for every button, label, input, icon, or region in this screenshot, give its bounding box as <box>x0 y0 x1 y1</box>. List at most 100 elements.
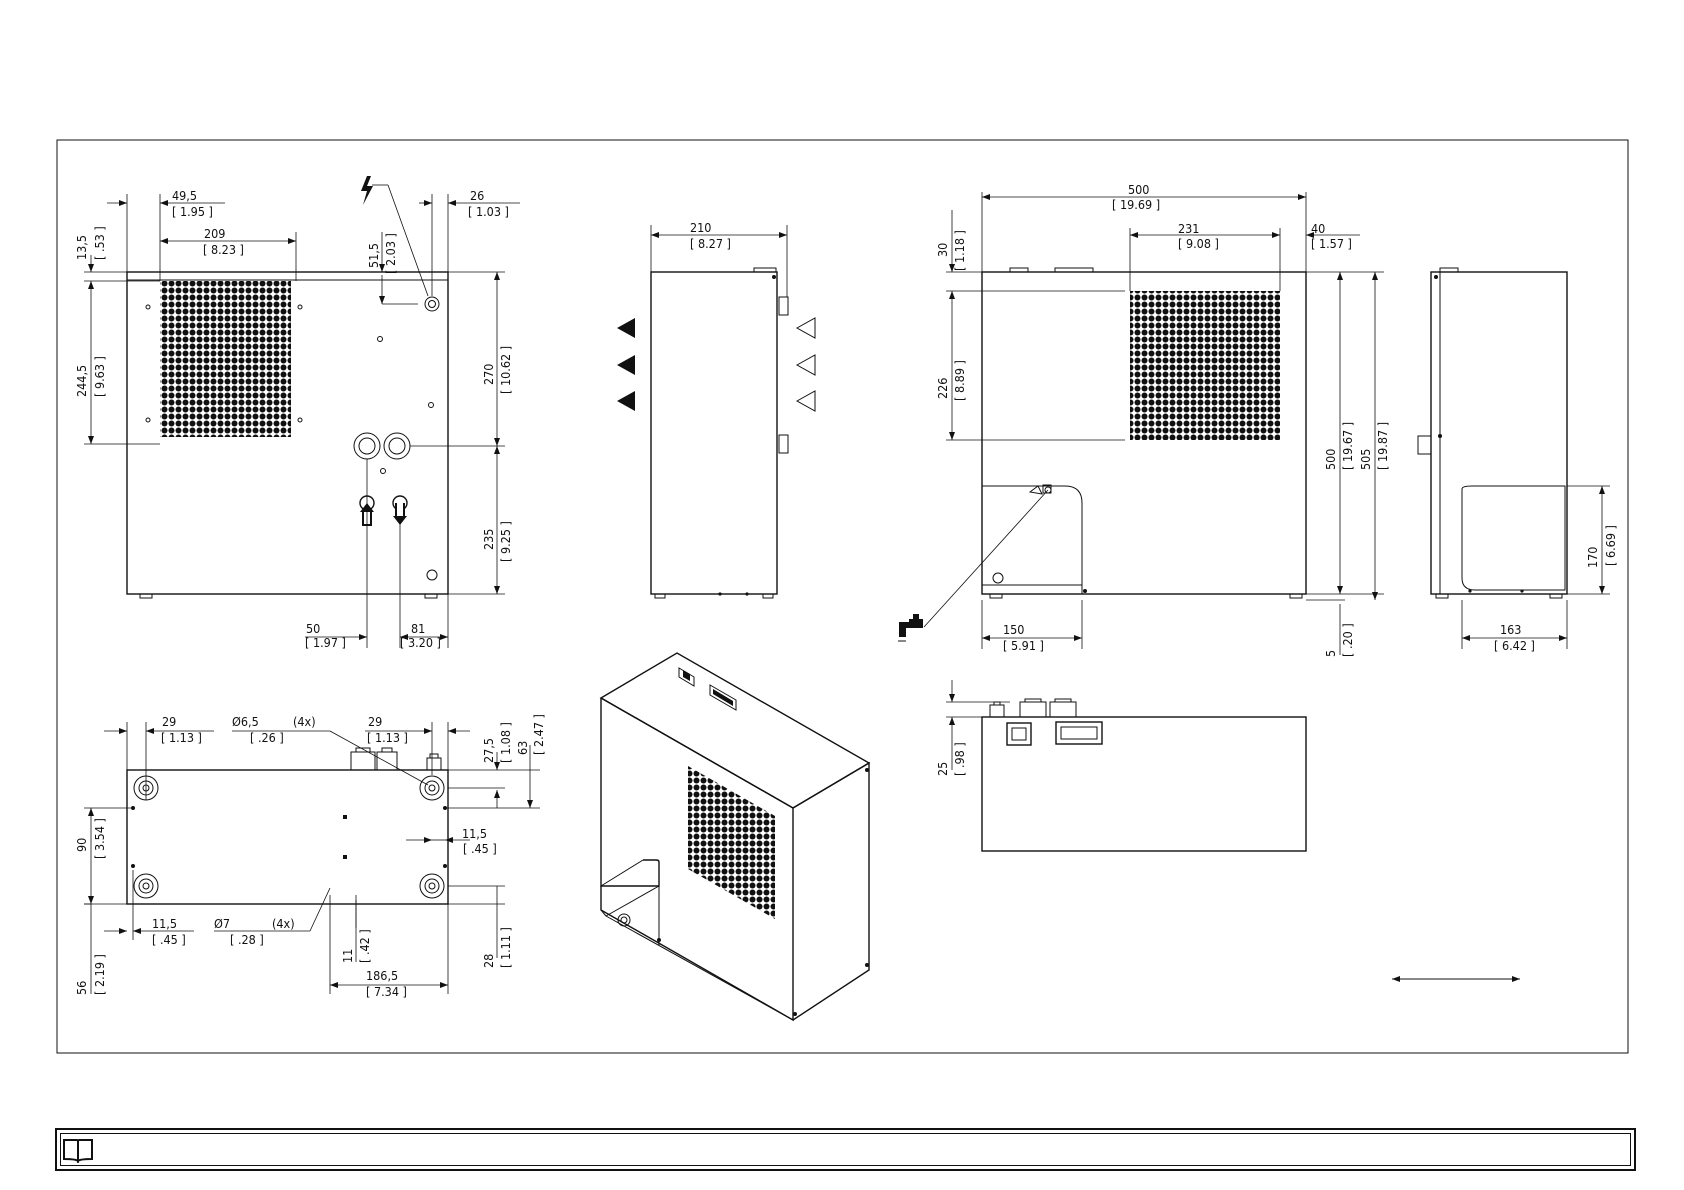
dim-label: 51,5 <box>366 243 381 268</box>
dim-label: [ .45 ] <box>152 932 186 947</box>
dim-label: 25 <box>935 762 950 776</box>
dim-label: 163 <box>1500 622 1521 637</box>
dim-label: 49,5 <box>172 188 197 203</box>
outline-triangle-icon <box>795 390 816 412</box>
dim-label: [ 6.69 ] <box>1603 525 1618 566</box>
dim-label: [ 19.87 ] <box>1375 422 1390 470</box>
dim-label: [ 8.23 ] <box>203 242 244 257</box>
dim-label: 231 <box>1178 221 1199 236</box>
dim-label: [ .42 ] <box>357 929 372 963</box>
dim-label: 150 <box>1003 622 1024 637</box>
top-view-body <box>981 716 1307 852</box>
dim-label: 63 <box>515 741 530 755</box>
dim-label: Ø6,5 <box>232 714 259 729</box>
dim-label: (4x) <box>293 714 316 729</box>
dim-label: 50 <box>306 621 320 636</box>
dim-label: [ 3.20 ] <box>400 635 441 650</box>
dim-label: [ 19.67 ] <box>1340 422 1355 470</box>
dim-label: 270 <box>481 364 496 385</box>
bottom-view: 29 [ 1.13 ] Ø6,5 (4x) [ .26 ] 29 [ 1.13 … <box>74 714 546 999</box>
dim-label: [ 8.27 ] <box>690 236 731 251</box>
dim-label: [ 2.03 ] <box>383 233 398 274</box>
tap-icon <box>898 614 923 642</box>
dim-label: 56 <box>74 981 89 995</box>
dim-label: 170 <box>1585 547 1600 568</box>
dim-label: [ .26 ] <box>250 730 284 745</box>
dim-label: 26 <box>470 188 484 203</box>
dim-label: (4x) <box>272 916 295 931</box>
dim-label: 29 <box>162 714 176 729</box>
side-view-body <box>650 271 778 595</box>
dim-label: [ 1.08 ] <box>498 722 513 763</box>
dim-label: [ 5.91 ] <box>1003 638 1044 653</box>
water-port-2 <box>383 432 411 460</box>
footer-inner-frame <box>60 1133 1631 1166</box>
dim-label: 28 <box>481 954 496 968</box>
front-vent-grille <box>1130 291 1280 440</box>
dim-label: [ 2.19 ] <box>92 954 107 995</box>
top-view: 25 [ .98 ] <box>935 680 1307 852</box>
dim-label: [ 1.57 ] <box>1311 236 1352 251</box>
dim-label: [ 1.11 ] <box>498 927 513 968</box>
electrical-hazard-icon <box>361 176 373 205</box>
back-view-dimensions: 49,5 [ 1.95 ] 209 [ 8.23 ] 26 [ 1.03 ] 1… <box>74 188 520 650</box>
foot-mount <box>133 775 445 899</box>
dim-label: [ 8.89 ] <box>952 360 967 401</box>
dim-label: [ 9.63 ] <box>92 356 107 397</box>
dim-label: 11 <box>340 949 355 963</box>
dim-label: 244,5 <box>74 365 89 397</box>
dim-label: [ 9.08 ] <box>1178 236 1219 251</box>
dim-label: [ 3.54 ] <box>92 818 107 859</box>
dim-label: [ 1.13 ] <box>161 730 202 745</box>
right-side-view: 170 [ 6.69 ] 163 [ 6.42 ] <box>1417 267 1618 653</box>
dim-label: 30 <box>935 243 950 257</box>
dim-label: [ .53 ] <box>92 226 107 260</box>
dim-label: 226 <box>935 378 950 399</box>
dim-label: 13,5 <box>74 235 89 260</box>
isometric-view <box>599 652 871 1022</box>
dim-label: [ 1.18 ] <box>952 230 967 271</box>
dim-label: 27,5 <box>481 738 496 763</box>
dim-label: 90 <box>74 838 89 852</box>
dim-label: 11,5 <box>462 826 487 841</box>
dim-label: [ .20 ] <box>1340 623 1355 657</box>
dim-label: [ 1.95 ] <box>172 204 213 219</box>
front-view-body <box>981 271 1307 595</box>
dim-label: 5 <box>1323 650 1338 657</box>
dim-label: 210 <box>690 220 711 235</box>
dim-label: [ 10.62 ] <box>498 346 513 394</box>
dim-label: 11,5 <box>152 916 177 931</box>
dim-label: 500 <box>1323 449 1338 470</box>
dim-label: [ 7.34 ] <box>366 984 407 999</box>
drip-tray-recess <box>982 485 1083 594</box>
side-view: 210 [ 8.27 ] <box>617 220 816 599</box>
manual-book-icon <box>63 1139 93 1163</box>
filled-triangle-icon <box>617 391 635 411</box>
dim-label: [ 6.42 ] <box>1494 638 1535 653</box>
dim-label: [ .45 ] <box>463 841 497 856</box>
footer-bar <box>55 1128 1636 1171</box>
drawing-frame <box>56 139 1629 1054</box>
dim-label: 81 <box>411 621 425 636</box>
dim-label: 209 <box>204 226 225 241</box>
dim-label: [ 2.47 ] <box>531 714 546 755</box>
water-port-1 <box>353 432 381 460</box>
bottom-view-body <box>126 769 449 905</box>
dim-label: [ 1.97 ] <box>305 635 346 650</box>
right-side-body <box>1430 271 1568 595</box>
dim-label: 235 <box>481 529 496 550</box>
filled-triangle-icon <box>617 355 635 375</box>
switch-1 <box>1006 722 1032 746</box>
dim-label: [ 1.13 ] <box>367 730 408 745</box>
dim-label: 186,5 <box>366 968 398 983</box>
right-vent-grille <box>1461 485 1566 591</box>
dim-label: 505 <box>1358 449 1373 470</box>
dim-label: [ 19.69 ] <box>1112 197 1160 212</box>
iso-vent-grille <box>688 766 775 919</box>
power-connector <box>424 296 440 312</box>
dim-label: [ .28 ] <box>230 932 264 947</box>
outline-triangle-icon <box>795 354 816 376</box>
outline-triangle-icon <box>795 317 816 339</box>
dim-label: 500 <box>1128 182 1149 197</box>
